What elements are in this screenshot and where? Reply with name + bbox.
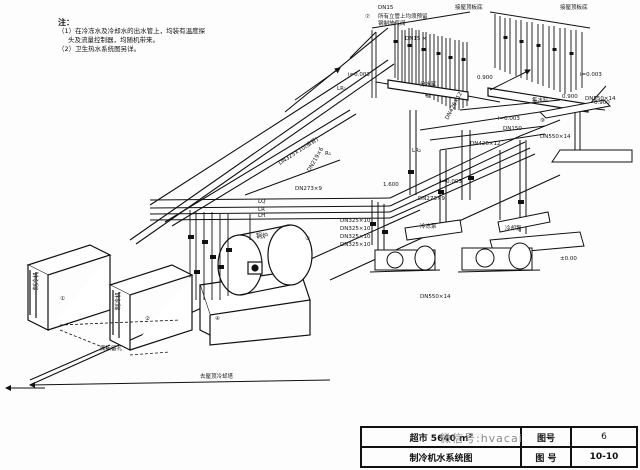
label-boiler: 锅炉 <box>256 232 268 240</box>
label-floor-drain: 底板留孔 <box>100 344 123 352</box>
label-to-roof: 去屋顶冷却塔 <box>200 372 234 380</box>
title-block: 超市 5640 m² 图号 6 制冷机水系统图 图 号 10-10 <box>360 426 638 468</box>
distributor-header <box>375 79 501 103</box>
label-dn325-c: DN325×10 <box>340 234 371 240</box>
label-i0003-b: i=0.003 <box>580 72 602 78</box>
label-dn325-d: DN325×10 <box>340 242 371 248</box>
header-pipes <box>149 99 561 221</box>
notes-block: 注： （1）在冷冻水及冷却水的出水管上，均装有温度探 头及流量控制器，均随机带来… <box>58 18 208 54</box>
title-fig-number-bottom: 10-10 <box>571 447 637 467</box>
label-dn273-a: DN273×9 <box>295 186 322 192</box>
label-dn550-a: DN550×14 <box>585 96 616 102</box>
title-fig-label-short: 图 号 <box>521 447 571 467</box>
label-circle-2: ② <box>145 315 150 322</box>
label-v0900-c: 0.900 <box>594 100 610 106</box>
drops <box>371 110 581 252</box>
label-vent-note: 所有立管上均须预留钢制放气阀 <box>378 12 428 27</box>
title-drawing-name: 制冷机水系统图 <box>361 447 521 467</box>
label-lr1: LR₁ <box>337 86 346 92</box>
label-i0003-d: i=0.003 <box>440 179 462 185</box>
label-dn426-b: DN426×12 <box>470 141 500 147</box>
dashed-lines <box>59 319 181 356</box>
label-dn325-a: DN325×10 <box>340 218 371 224</box>
label-dn15: DN15 <box>378 5 394 11</box>
label-v0900-a: 0.900 <box>477 75 493 81</box>
label-chiller-a: 制冷机 <box>32 272 40 290</box>
note-line-1: （1）在冷冻水及冷却水的出水管上，均装有温度探 <box>58 27 206 35</box>
label-lr: LR <box>258 207 265 213</box>
label-circle-8: ⑧ <box>425 94 430 100</box>
label-circle-9: ⑨ <box>540 117 545 124</box>
label-lh: LH <box>258 213 265 219</box>
label-circle-1: ① <box>60 296 65 302</box>
pump-chilled <box>369 245 441 273</box>
note-line-3: （2）卫生热水系统图另详。 <box>58 45 141 53</box>
label-dn150: DN150 <box>503 126 522 132</box>
label-dn550-b: DN550×14 <box>540 134 571 140</box>
label-i0003-a: i=0.003 <box>348 72 370 78</box>
label-dn550-c: DN550×14 <box>420 294 451 300</box>
label-to-terminal-top: 接屋顶板底 <box>455 3 483 11</box>
label-distributor: 分水缸 <box>420 80 437 88</box>
title-fig-number-top: 6 <box>571 427 637 447</box>
label-v0900-b: 0.900 <box>562 94 578 100</box>
chiller-unit-left <box>26 244 112 331</box>
label-chiller-b: 制冷机 <box>114 292 122 310</box>
label-r1: R₁ <box>325 151 331 157</box>
chiller-unit-right <box>108 264 194 351</box>
title-fig-label: 图号 <box>521 427 571 447</box>
label-collector: 集水缸 <box>532 96 549 104</box>
riser-group <box>371 14 583 110</box>
label-pump-b: 冷却泵 <box>505 224 522 232</box>
return-line-bottom <box>5 379 331 391</box>
watermark-text: 微信号:hvacai <box>440 432 523 445</box>
label-circle-7: ⑦ <box>365 13 370 20</box>
label-dn273-b: DN273×9 <box>418 196 445 202</box>
notes-heading: 注： <box>58 18 74 27</box>
label-pump-a: 冷冻泵 <box>420 222 437 230</box>
label-circle-4: ④ <box>215 316 220 322</box>
label-to-terminal-right: 接屋顶板底 <box>560 3 588 11</box>
pump-cooling <box>457 242 541 273</box>
label-v0000: ±0.00 <box>560 256 577 262</box>
label-dn15-b: DN15 × <box>405 36 427 42</box>
label-lq: LQ <box>258 199 266 205</box>
label-circle-3: ③ <box>305 236 310 242</box>
note-line-2: 头及流量控制器，均随机带来。 <box>68 36 159 44</box>
title-project: 超市 5640 m² <box>361 427 521 447</box>
label-lr2: LR₂ <box>412 148 421 154</box>
label-v1600: 1.600 <box>383 182 399 188</box>
label-dn325-b: DN325×10 <box>340 226 371 232</box>
chiller-drum <box>199 224 313 346</box>
label-i0003-c: i=0.003 <box>498 116 520 122</box>
valve-stack <box>189 210 251 305</box>
